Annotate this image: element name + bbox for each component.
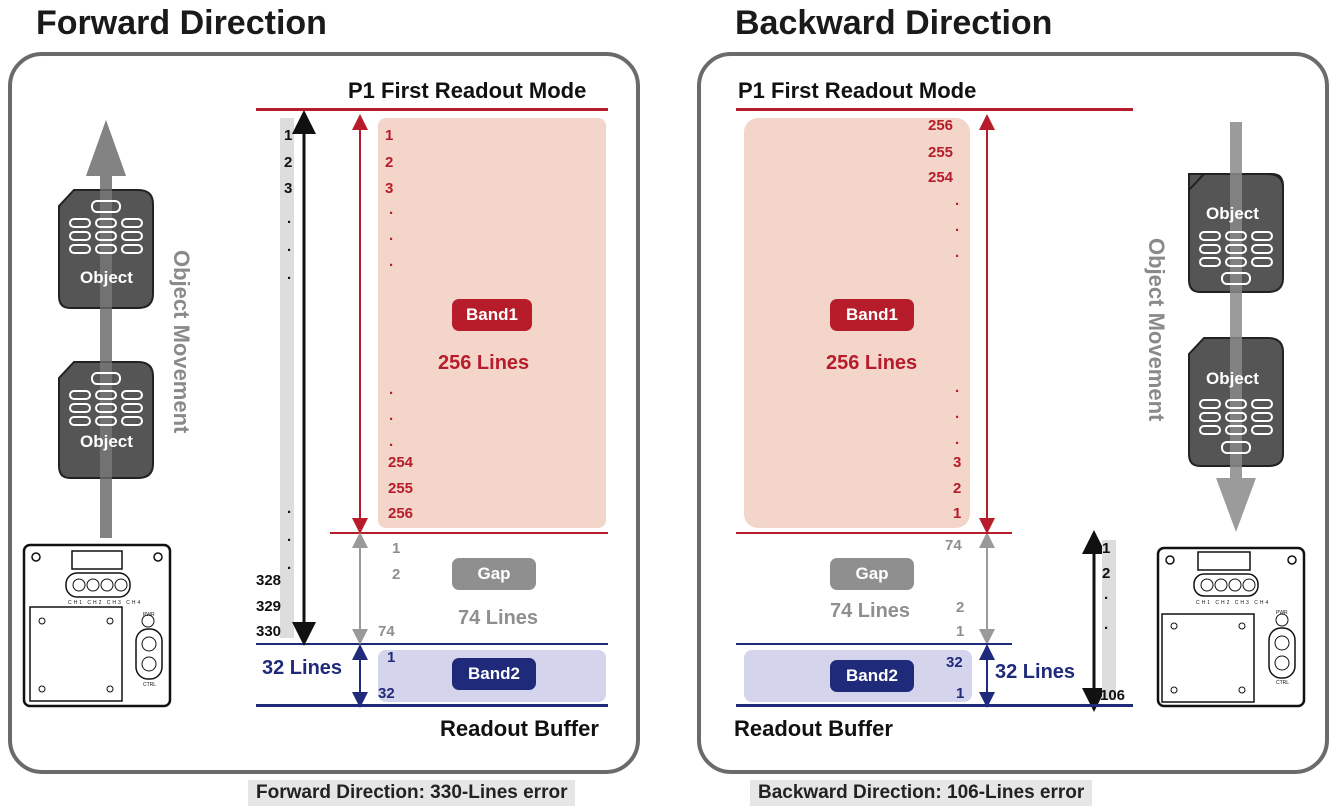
forward-object-group [58, 120, 154, 538]
forward-counter-dots-bottom: ... [287, 500, 292, 573]
backward-gap-badge: Gap [830, 558, 914, 590]
forward-counter-2: 2 [284, 154, 293, 171]
forward-counter-330: 330 [256, 623, 282, 640]
forward-counter-dots-top: ... [287, 210, 292, 283]
forward-bottom-line [256, 704, 608, 707]
backward-band1-line-3: 3 [953, 454, 962, 471]
backward-band1-line-255: 255 [928, 144, 954, 161]
backward-object-movement: Object Movement [1144, 238, 1169, 422]
forward-panel [8, 52, 640, 774]
backward-band1-line-256: 256 [928, 117, 954, 134]
backward-top-line [736, 108, 1133, 111]
backward-counter-1: 1 [1102, 540, 1111, 557]
backward-gap-74: 74 [945, 537, 962, 554]
forward-object-label-2: Object [80, 432, 133, 451]
backward-band1-badge: Band1 [830, 299, 914, 331]
forward-band2-badge: Band2 [452, 658, 536, 690]
backward-caption: Backward Direction: 106-Lines error [750, 780, 1093, 806]
forward-band2-32: 32 [378, 685, 395, 702]
forward-gap-74: 74 [378, 623, 395, 640]
forward-band2-lines: 32 Lines [262, 657, 343, 679]
backward-camera-ctrl: CTRL [1276, 680, 1290, 686]
backward-object-label-2: Object [1206, 369, 1259, 388]
forward-camera-channels: CH1 CH2 CH3 CH4 [68, 600, 143, 606]
forward-object-label-1: Object [80, 268, 133, 287]
forward-band1-lines: 256 Lines [438, 352, 530, 374]
backward-band1-line-1: 1 [953, 505, 962, 522]
backward-gap-end-line [736, 643, 1012, 645]
forward-camera-icon [22, 543, 172, 708]
backward-camera-channels: CH1 CH2 CH3 CH4 [1196, 600, 1271, 606]
backward-gap-2: 2 [956, 599, 965, 616]
backward-band2-lines: 32 Lines [995, 661, 1076, 683]
forward-title: Forward Direction [36, 4, 327, 42]
forward-gap-1: 1 [392, 540, 401, 557]
forward-camera-pwr: PWR [143, 612, 155, 618]
backward-object-label-1: Object [1206, 204, 1259, 223]
forward-gap-lines: 74 Lines [458, 607, 539, 629]
forward-band1-dots-bottom: ... [389, 381, 394, 450]
forward-band1-end-line [330, 532, 608, 534]
backward-gap-lines: 74 Lines [830, 600, 911, 622]
backward-bottom-line [736, 704, 1133, 707]
forward-band1-dots-top: ... [389, 201, 394, 270]
forward-gap-end-line [256, 643, 608, 645]
backward-gap-1: 1 [956, 623, 965, 640]
backward-band1-line-2: 2 [953, 480, 962, 497]
backward-camera-pwr: PWR [1276, 610, 1288, 616]
forward-band1-line-3: 3 [385, 180, 394, 197]
backward-band1-dots-bottom: ... [955, 379, 960, 448]
forward-counter-328: 328 [256, 572, 282, 589]
backward-counter-strip [1102, 540, 1116, 700]
backward-band1-lines: 256 Lines [826, 352, 918, 374]
forward-counter-1: 1 [284, 127, 293, 144]
forward-readout-buffer: Readout Buffer [440, 716, 599, 741]
backward-camera-icon [1156, 546, 1306, 708]
forward-band1-line-1: 1 [385, 127, 394, 144]
forward-counter-3: 3 [284, 180, 293, 197]
forward-gap-2: 2 [392, 566, 401, 583]
backward-band1-dots-top: ... [955, 192, 960, 261]
backward-band1-line-254: 254 [928, 169, 954, 186]
backward-mode-label: P1 First Readout Mode [738, 78, 977, 103]
backward-object-group [1188, 122, 1284, 532]
forward-counter-329: 329 [256, 598, 282, 615]
forward-band1-line-254: 254 [388, 454, 414, 471]
backward-counter-106: 106 [1100, 687, 1126, 704]
forward-counter-strip [280, 118, 294, 638]
backward-counter-2: 2 [1102, 565, 1111, 582]
forward-band1-line-2: 2 [385, 154, 394, 171]
backward-band2-1: 1 [956, 685, 965, 702]
backward-band2-32: 32 [946, 654, 963, 671]
forward-object-movement: Object Movement [169, 250, 194, 434]
backward-counter-dots: .. [1104, 586, 1109, 633]
forward-caption: Forward Direction: 330-Lines error [248, 780, 576, 806]
forward-band2-1: 1 [387, 649, 396, 666]
forward-camera-ctrl: CTRL [143, 682, 157, 688]
backward-title: Backward Direction [735, 4, 1053, 42]
forward-mode-label: P1 First Readout Mode [348, 78, 587, 103]
backward-band2-badge: Band2 [830, 660, 914, 692]
backward-readout-buffer: Readout Buffer [734, 716, 893, 741]
forward-top-line [256, 108, 608, 111]
forward-band1-line-255: 255 [388, 480, 414, 497]
backward-panel [697, 52, 1329, 774]
backward-band1-end-line [736, 532, 1012, 534]
backward-down-arrow [1216, 122, 1256, 532]
forward-gap-badge: Gap [452, 558, 536, 590]
forward-band1-line-256: 256 [388, 505, 414, 522]
forward-band1-badge: Band1 [452, 299, 532, 331]
